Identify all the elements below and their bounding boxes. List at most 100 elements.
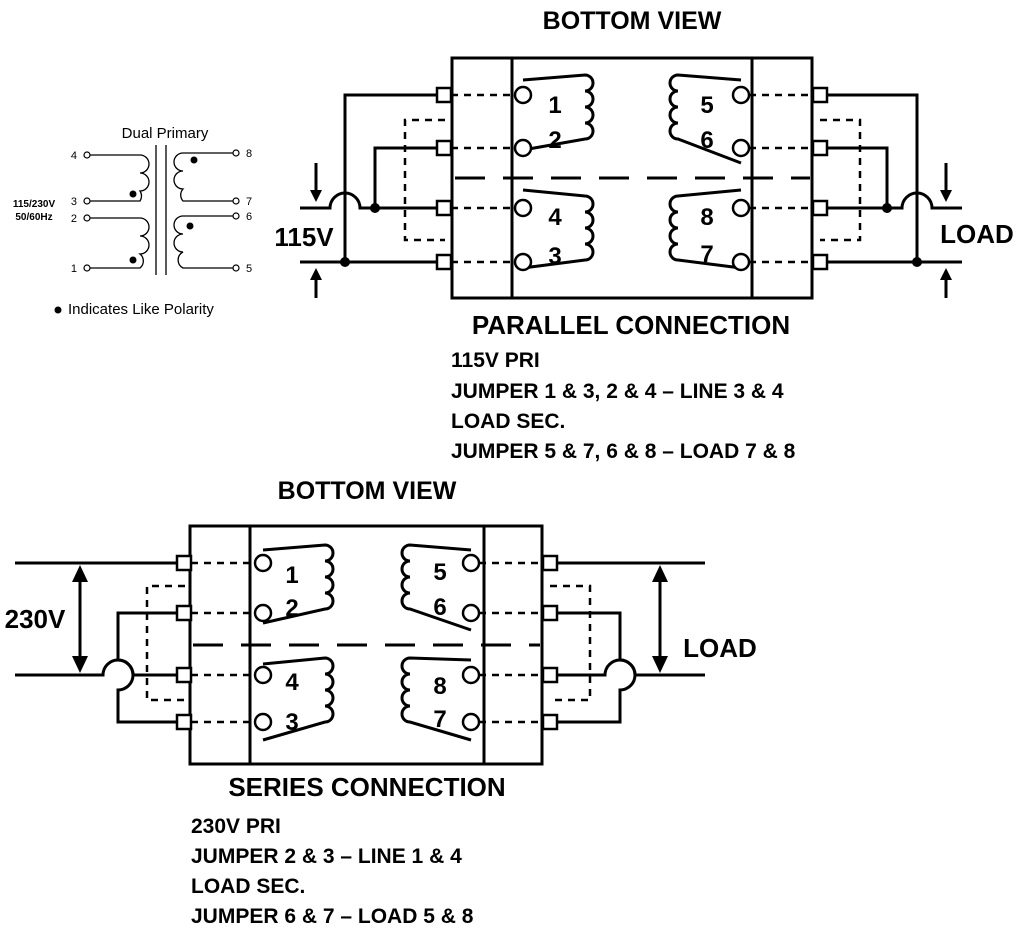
polarity-dot-primary-lower [129,256,137,264]
terminal-3 [83,197,91,205]
parallel-heading: PARALLEL CONNECTION [472,310,790,340]
pin-square-3 [435,253,453,271]
polarity-dot-secondary-upper [190,156,198,164]
pin-label-5: 5 [246,263,252,275]
line-wire-top [300,191,445,210]
pin-square-2 [435,139,453,157]
series-pin-square-1 [175,554,193,572]
parallel-view-title: BOTTOM VIEW [543,7,722,35]
pin-label-1: 1 [71,263,77,275]
voltage-label-115v: 115V [274,222,334,252]
load-arrowhead-bottom [940,268,952,280]
pin-circle-6 [731,138,751,158]
series-winding-5-6 [400,543,472,632]
pin-label-7: 7 [246,196,252,208]
series-voltage-label-230v: 230V [5,604,66,634]
series-winding-4-3 [262,656,335,742]
pin-label-4: 4 [71,150,77,162]
terminal-6 [232,212,240,220]
pin-circle-2 [513,138,533,158]
load-arrowhead-top [940,190,952,202]
series-winding-label-2: 2 [285,595,298,622]
pin-circle-4 [513,198,533,218]
winding-label-6: 6 [700,127,713,154]
series-internal-leads-left [191,561,255,724]
series-view-title: BOTTOM VIEW [278,477,457,505]
series-note-4: JUMPER 6 & 7 – LOAD 5 & 8 [191,905,474,928]
series-jumper-pin2-pin3 [116,611,185,724]
polarity-dot-primary-upper [129,190,137,198]
series-heading: SERIES CONNECTION [228,772,505,802]
junction-left-bottom [340,257,350,267]
polarity-dot-secondary-lower [186,222,194,230]
terminal-7 [232,197,240,205]
pin-circle-3 [513,252,533,272]
secondary-winding-upper [173,152,233,202]
schematic-title: Dual Primary [122,125,209,142]
winding-8-7 [668,188,742,270]
winding-label-8: 8 [700,204,713,231]
series-connection-diagram: BOTTOM VIEW [5,477,757,928]
pin-square-6 [811,139,829,157]
input-frequency-label: 50/60Hz [15,212,52,223]
junction-left-top [370,203,380,213]
series-voltage-arrowhead-top [72,565,88,582]
terminal-5 [232,264,240,272]
pin-circle-7 [731,252,751,272]
internal-leads-right [749,93,813,264]
parallel-note-1: 115V PRI [451,349,540,372]
winding-label-5: 5 [700,92,713,119]
series-pin-circle-2 [253,603,273,623]
winding-label-4: 4 [548,204,562,231]
series-pin-square-7 [541,713,559,731]
series-pin-square-4 [175,666,193,684]
input-voltage-label: 115/230V [13,199,56,210]
pin-square-1 [435,86,453,104]
series-pin-square-8 [541,666,559,684]
series-pin-square-3 [175,713,193,731]
series-load-wire-bottom [550,658,705,677]
junction-right-bottom [912,257,922,267]
load-label-parallel: LOAD [940,219,1014,249]
terminal-4 [83,151,91,159]
series-pin-square-2 [175,604,193,622]
terminal-2 [83,214,91,222]
parallel-note-3: LOAD SEC. [451,410,565,433]
series-jumper-pin6-pin7 [550,611,637,724]
pin-square-5 [811,86,829,104]
junction-right-top [882,203,892,213]
pin-label-8: 8 [246,148,252,160]
pin-square-7 [811,253,829,271]
series-note-2: JUMPER 2 & 3 – LINE 1 & 4 [191,845,462,868]
series-winding-label-4: 4 [285,669,299,696]
series-winding-label-5: 5 [433,559,446,586]
winding-4-3 [522,188,595,270]
series-winding-label-6: 6 [433,594,446,621]
series-pin-square-5 [541,554,559,572]
series-pin-circle-1 [253,553,273,573]
pin-square-8 [811,199,829,217]
voltage-arrowhead-top [310,190,322,202]
polarity-note: Indicates Like Polarity [68,301,214,318]
pin-circle-5 [731,85,751,105]
series-pin-square-6 [541,604,559,622]
series-note-3: LOAD SEC. [191,875,305,898]
terminal-8 [232,149,240,157]
series-winding-label-7: 7 [433,706,446,733]
dual-primary-schematic: Dual Primary 4 3 2 1 115/230V 50/60Hz 8 … [13,125,252,318]
pin-circle-8 [731,198,751,218]
jumper-dash-right-outer [820,118,862,242]
primary-winding-lower [90,217,150,269]
winding-label-3: 3 [548,243,561,270]
series-pin-circle-5 [461,553,481,573]
voltage-arrowhead-bottom [310,268,322,280]
series-winding-1-2 [262,543,335,625]
pin-circle-1 [513,85,533,105]
parallel-connection-diagram: BOTTOM VIEW [274,7,1013,463]
wire-pin2-pin4 [373,146,445,210]
series-winding-label-8: 8 [433,673,446,700]
winding-5-6 [668,73,742,165]
load-label-series: LOAD [683,633,757,663]
series-pin-circle-6 [461,603,481,623]
